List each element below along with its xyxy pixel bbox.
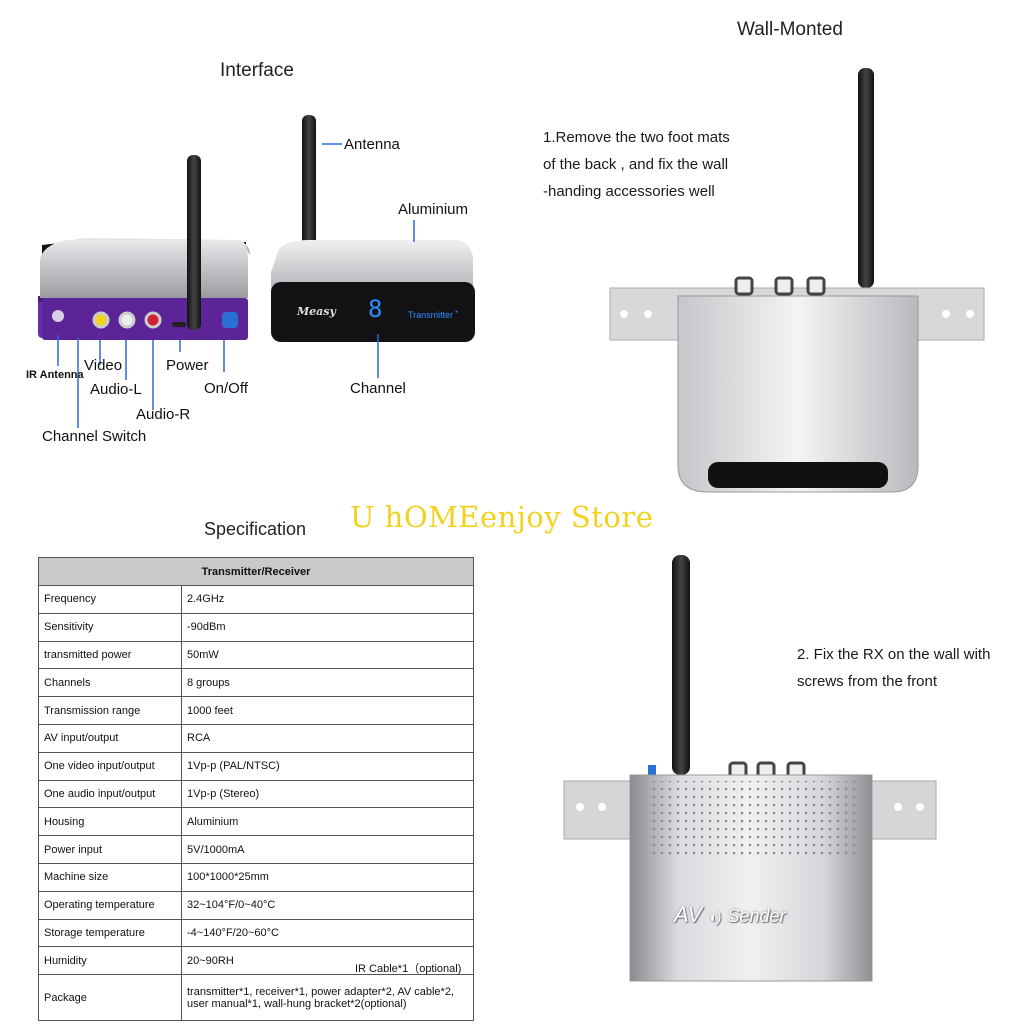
spec-key: Storage temperature [38, 918, 182, 948]
label-antenna: Antenna [344, 136, 400, 153]
interface-title: Interface [220, 60, 294, 81]
spec-key: One video input/output [38, 751, 182, 781]
spec-key: One audio input/output [38, 779, 182, 809]
brand-logo: Measy [297, 305, 336, 318]
wall-mount-back-illustration [609, 68, 985, 493]
label-ir-antenna: IR Antenna [26, 369, 84, 381]
step2-text: 2. Fix the RX on the wall with screws fr… [797, 641, 990, 695]
spec-key: Machine size [38, 862, 182, 892]
package-line: user manual*1, wall-hung bracket*2(optio… [187, 997, 407, 1010]
spec-key: AV input/output [38, 723, 182, 753]
specification-title: Specification [204, 519, 307, 539]
spec-key: Housing [38, 807, 182, 837]
spec-value: 2.4GHz [181, 585, 474, 614]
label-aluminium: Aluminium [398, 201, 469, 218]
device-back-illustration [38, 155, 250, 340]
spec-value: Aluminium [181, 807, 474, 837]
spec-header-row: Transmitter/Receiver [38, 557, 474, 586]
spec-value: 20~90RH [181, 946, 474, 976]
av-sender-logo: AV ◖) Sender [674, 902, 786, 928]
label-channel-switch: Channel Switch [42, 428, 147, 445]
label-on-off: On/Off [204, 380, 248, 397]
table-row: Package transmitter*1, receiver*1, power… [38, 974, 474, 1022]
sound-wave-icon: ◖) [708, 909, 722, 925]
spec-value: 100*1000*25mm [181, 862, 474, 892]
package-line: transmitter*1, receiver*1, power adapter… [187, 985, 454, 998]
label-channel: Channel [350, 380, 406, 397]
ir-cable-note: IR Cable*1（optional) [355, 963, 462, 975]
spec-key: Humidity [38, 946, 182, 976]
spec-value: RCA [181, 723, 474, 753]
channel-digit-display: 8 [368, 295, 383, 323]
spec-value: 1Vp-p (PAL/NTSC) [181, 751, 474, 781]
spec-key: Transmission range [38, 696, 182, 725]
spec-key: Power input [38, 835, 182, 864]
spec-value: 8 groups [181, 668, 474, 698]
label-audio-r: Audio-R [136, 406, 191, 423]
table-row: Sensitivity-90dBm [38, 612, 474, 642]
spec-value: 1Vp-p (Stereo) [181, 779, 474, 809]
label-audio-l: Audio-L [90, 381, 142, 398]
interface-leader-lines [57, 143, 415, 428]
wall-mount-front-illustration [563, 555, 937, 982]
spec-value: -4~140°F/20~60°C [181, 918, 474, 948]
step1-text: 1.Remove the two foot mats of the back ,… [543, 124, 730, 205]
store-watermark: U hOMEenjoy Store [350, 500, 654, 534]
spec-value: 32~104°F/0~40°C [181, 890, 474, 920]
spec-header: Transmitter/Receiver [38, 557, 474, 586]
spec-key: Channels [38, 668, 182, 698]
spec-value: -90dBm [181, 612, 474, 642]
spec-key: Operating temperature [38, 890, 182, 920]
spec-value-package: transmitter*1, receiver*1, power adapter… [181, 974, 474, 1022]
spec-key: transmitted power [38, 640, 182, 670]
av-label: AV [674, 902, 703, 927]
device-model-text: Transmitter [408, 310, 454, 320]
spec-value: 50mW [181, 640, 474, 670]
label-power: Power [166, 357, 209, 374]
step1-line: 1.Remove the two foot mats [543, 129, 730, 146]
sender-label: Sender [727, 906, 786, 926]
spec-key: Sensitivity [38, 612, 182, 642]
table-row: Storage temperature-4~140°F/20~60°C [38, 918, 474, 948]
spec-value: 1000 feet [181, 696, 474, 725]
label-video: Video [84, 357, 123, 374]
device-front-illustration [271, 115, 475, 342]
spec-key: Frequency [38, 585, 182, 614]
step1-line: -handing accessories well [543, 183, 715, 200]
spec-value: 5V/1000mA [181, 835, 474, 864]
wifi-icon: ◔ [453, 307, 459, 317]
step2-line: 2. Fix the RX on the wall with [797, 646, 991, 663]
step2-line: screws from the front [797, 673, 938, 690]
wall-mounted-title: Wall-Monted [737, 19, 843, 40]
spec-key: Package [38, 974, 182, 1022]
step1-line: of the back , and fix the wall [543, 156, 729, 173]
